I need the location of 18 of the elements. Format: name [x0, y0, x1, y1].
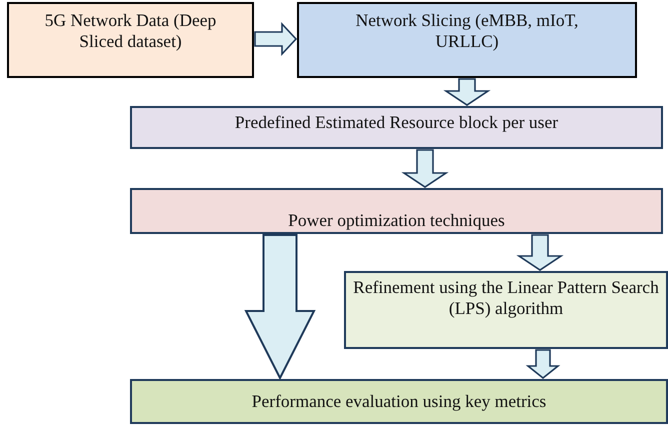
process-box — [130, 188, 663, 234]
box-label: 5G Network Data (Deep Sliced dataset) — [44, 10, 218, 52]
box-label: Power optimization techniques — [288, 210, 505, 231]
process-box — [297, 2, 637, 78]
process-box — [344, 271, 668, 349]
block-arrow — [401, 149, 449, 188]
block-arrow — [516, 234, 564, 271]
box-label: Refinement using the Linear Pattern Search (LPS) algorithm — [352, 277, 660, 319]
process-box — [130, 106, 663, 149]
block-arrow — [526, 349, 560, 380]
process-box — [7, 2, 254, 78]
block-arrow — [443, 78, 491, 106]
box-label: Predefined Estimated Resource block per user — [234, 112, 558, 133]
block-arrow — [254, 22, 298, 56]
block-arrow — [244, 234, 316, 380]
process-box — [130, 379, 668, 424]
box-label: Performance evaluation using key metrics — [252, 391, 546, 412]
box-label: Network Slicing (eMBB, mIoT, URLLC) — [354, 10, 580, 52]
